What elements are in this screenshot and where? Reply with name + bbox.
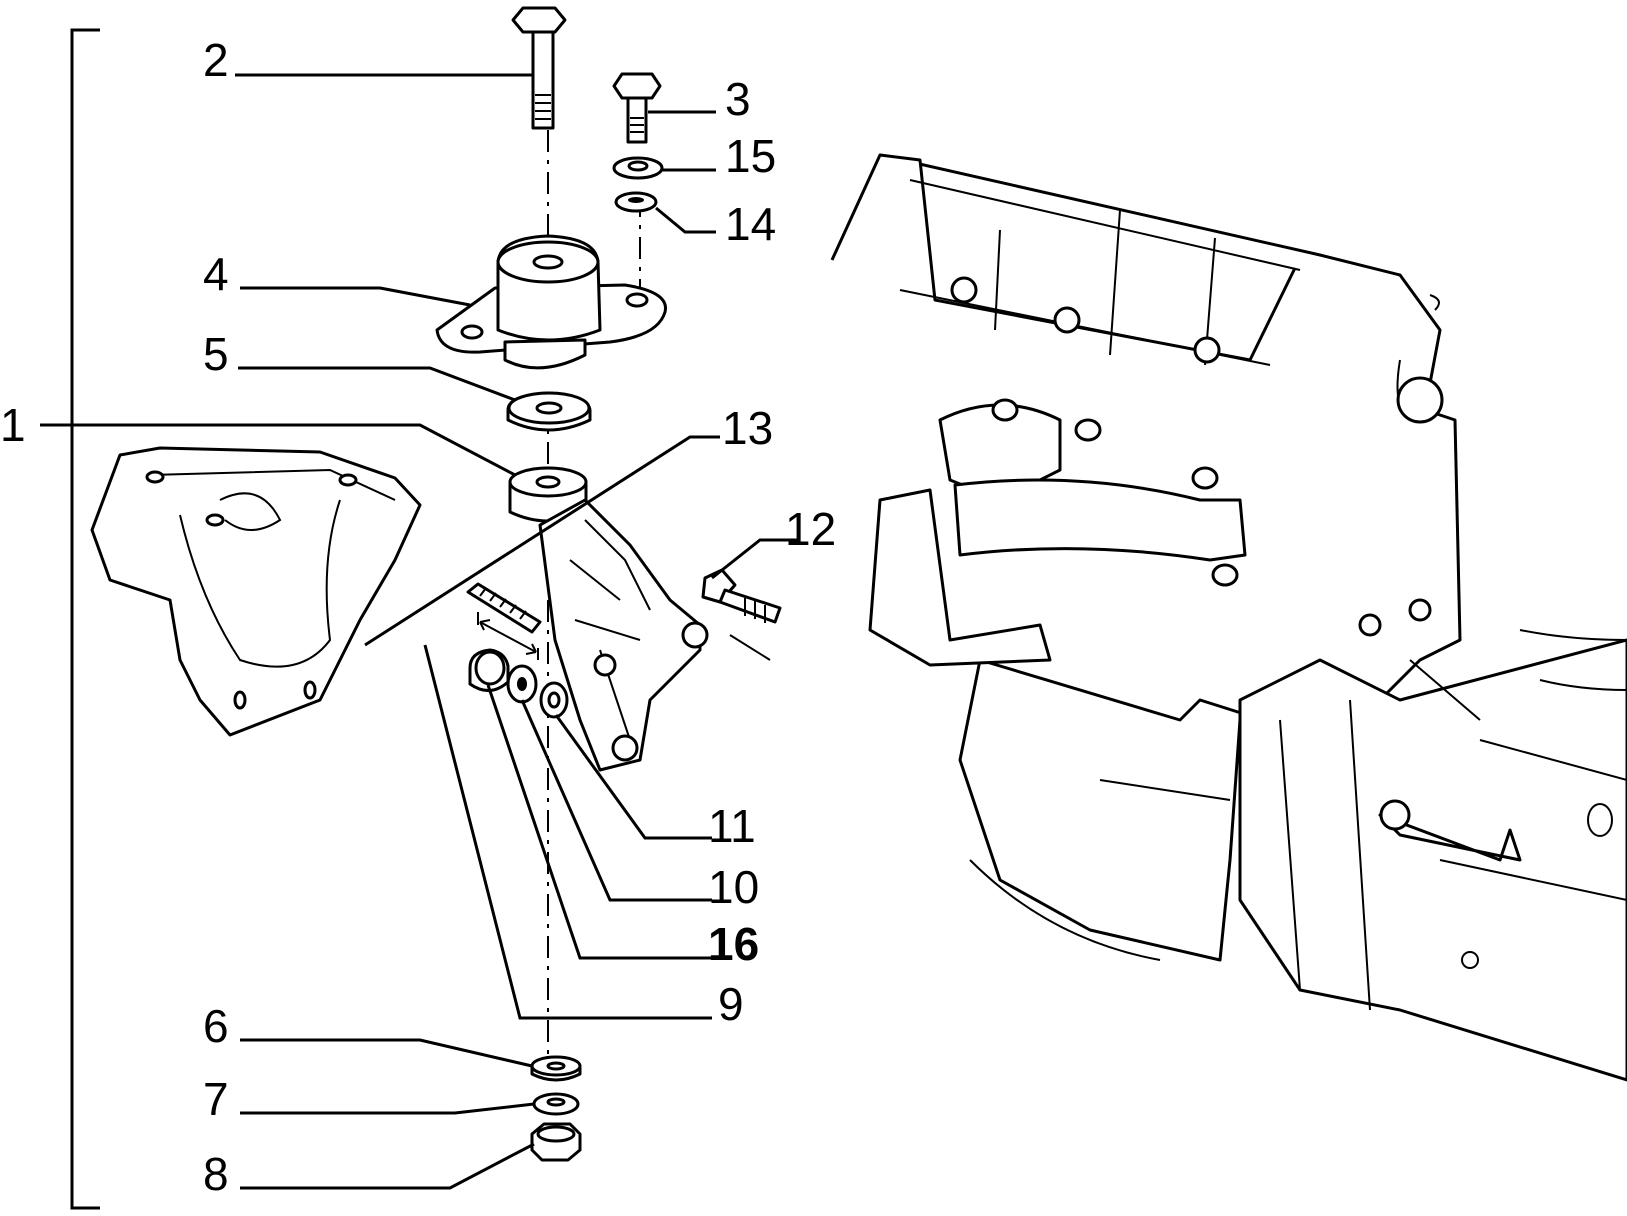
spacer-bushing: [508, 466, 588, 523]
washer-15: [612, 156, 664, 180]
bolt-short: [612, 72, 662, 144]
callout-3: 3: [725, 73, 751, 125]
callout-7: 7: [203, 1073, 229, 1125]
rubber-mount: [435, 234, 667, 370]
assembly-bracket: [40, 28, 100, 1210]
callout-4: 4: [203, 248, 229, 300]
callout-12: 12: [785, 503, 836, 555]
washer-10: [506, 664, 538, 704]
callout-labels: 1 2 3 4 5 6 7 8 9 10 11 12 13 14 15 16: [0, 34, 836, 1200]
callout-8: 8: [203, 1148, 229, 1200]
bolt-long: [511, 6, 567, 130]
callout-5: 5: [203, 328, 229, 380]
heat-shield: [90, 446, 422, 737]
washer-5: [506, 391, 592, 432]
engine-block-drawing: [830, 153, 1627, 1082]
nut-16: [468, 648, 510, 692]
callout-15: 15: [725, 130, 776, 182]
callout-14: 14: [725, 198, 776, 250]
bolt-12: [701, 568, 782, 661]
nut-8: [530, 1122, 582, 1162]
callout-13: 13: [722, 402, 773, 454]
callout-6: 6: [203, 1000, 229, 1052]
callout-2: 2: [203, 34, 229, 86]
callout-9: 9: [718, 978, 744, 1030]
callout-10: 10: [708, 861, 759, 913]
washer-14: [614, 191, 658, 213]
callout-16: 16: [708, 918, 759, 970]
leader-lines: [40, 73, 800, 1190]
washer-6: [530, 1055, 582, 1082]
callout-1: 1: [0, 399, 26, 451]
callout-11: 11: [708, 800, 756, 852]
lock-washer-7: [532, 1092, 580, 1116]
washer-11: [539, 681, 569, 719]
stud-9: [466, 582, 542, 660]
support-bracket: [538, 498, 709, 772]
